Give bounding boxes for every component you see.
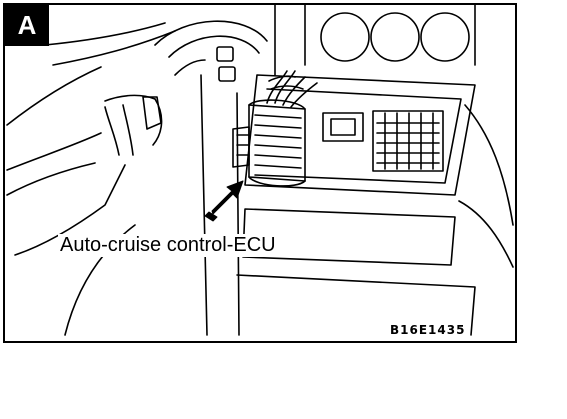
steering-column: [6, 94, 163, 336]
figure-code: B16E1435: [390, 323, 466, 337]
hazard-switch: [322, 112, 364, 142]
center-vent: [372, 110, 444, 172]
windshield-lines: [6, 22, 176, 126]
panel-label-badge: A: [5, 5, 49, 46]
stalk-lever: [104, 96, 162, 156]
instrument-cluster: [154, 20, 268, 82]
auto-cruise-ecu-unit: [232, 99, 306, 187]
panel-edges: [200, 5, 276, 336]
pointer-arrow-icon: [204, 180, 244, 222]
lower-console: [236, 104, 514, 336]
wiring-harness: [266, 70, 318, 108]
ecu-callout-label: Auto-cruise control-ECU: [58, 234, 278, 257]
figure-frame: A Auto-cruise control-ECU B16E1435: [3, 3, 517, 343]
round-vents: [304, 5, 476, 66]
dashboard-illustration: [6, 5, 514, 336]
